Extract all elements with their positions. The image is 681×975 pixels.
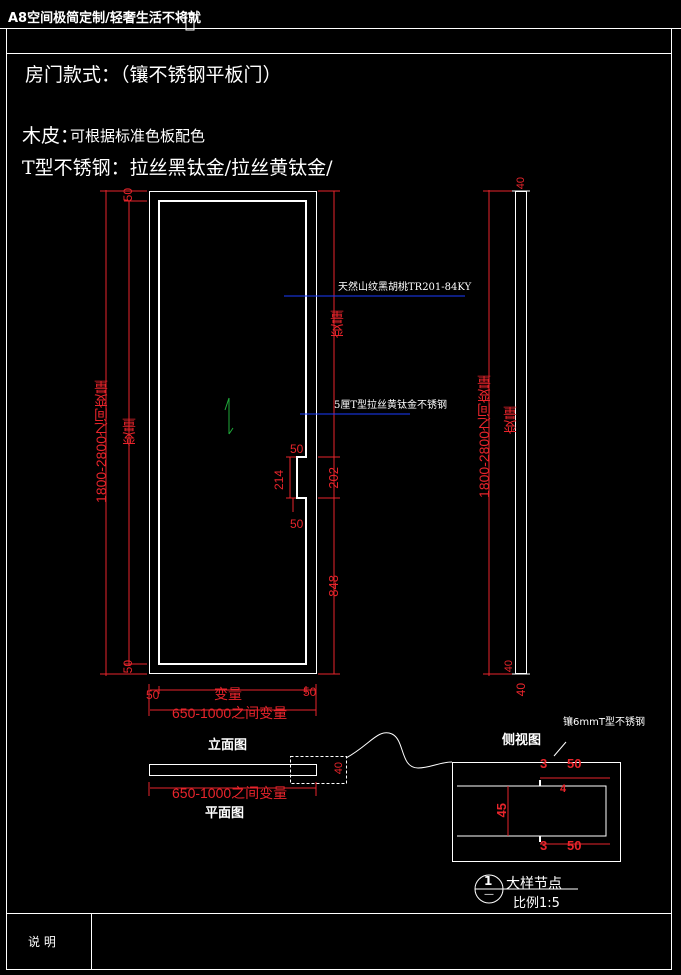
- height-variable-label: 变量: [121, 418, 137, 446]
- plan-dim-40: 40: [333, 762, 345, 775]
- side-variable-label: 变量: [502, 406, 518, 434]
- dim-notch-50-top: 50: [290, 442, 304, 456]
- detail-dim-45: 45: [494, 803, 509, 818]
- detail-dim-50-bottom: 50: [567, 838, 582, 853]
- plan-view-label: 平面图: [205, 806, 245, 821]
- dim-top-50: 50: [121, 188, 135, 202]
- door-elevation: [149, 191, 317, 674]
- height-range-label: 1800-2800之间变量: [93, 380, 109, 503]
- dim-214: 214: [272, 470, 286, 491]
- detail-dim-50-top: 50: [567, 756, 582, 771]
- material-annotation-2: 5厘T型拉丝黄钛金不锈钢: [334, 400, 448, 411]
- detail-dim-4: 4: [560, 783, 567, 795]
- detail-scale-label: 比例1:5: [513, 896, 560, 911]
- plan-width-range-label: 650-1000之间变量: [172, 785, 288, 801]
- side-dim-40-lower: 40: [514, 683, 528, 697]
- center-marker: [224, 397, 234, 435]
- plan-view: [149, 732, 453, 784]
- detail-marker: [474, 874, 578, 904]
- dim-202: 202: [326, 467, 341, 489]
- side-dim-bottom-40: 40: [503, 660, 515, 673]
- side-view: [512, 190, 530, 675]
- dim-notch-50-bottom: 50: [290, 517, 304, 531]
- detail-dim-3-top: 3: [540, 756, 548, 771]
- veneer-text: 可根据标准色板配色: [70, 127, 206, 145]
- dim-bottom-50: 50: [121, 660, 135, 674]
- steel-heading: T型不锈钢：拉丝黑钛金/拉丝黄钛金/: [22, 157, 333, 179]
- dim-left-50: 50: [146, 688, 160, 702]
- dimension-lines: [100, 190, 515, 796]
- right-variable-label: 变量: [329, 310, 345, 338]
- drawing-frame: [0, 13, 681, 970]
- detail-number: 1: [484, 874, 493, 888]
- side-dim-top-40: 40: [515, 177, 527, 190]
- detail-node: [452, 741, 621, 862]
- veneer-label: 木皮：: [22, 125, 80, 147]
- notes-label: 说 明: [28, 935, 56, 949]
- leader-lines: [284, 295, 465, 415]
- side-height-range-label: 1800-2800之间变量: [476, 375, 492, 498]
- door-style-heading: 房门款式：（镶不锈钢平板门）: [25, 64, 282, 86]
- width-range-label: 650-1000之间变量: [172, 705, 288, 721]
- detail-node-label: 大样节点: [506, 876, 562, 892]
- detail-dim-3-bottom: 3: [540, 838, 548, 853]
- elevation-view-label: 立面图: [208, 738, 248, 753]
- side-view-label: 侧视图: [502, 733, 542, 748]
- drawing-title: A8空间极简定制/轻奢生活不将就: [8, 11, 201, 26]
- material-annotation-1: 天然山纹黑胡桃TR201-84KY: [338, 282, 472, 293]
- width-variable-label: 变量: [214, 686, 242, 702]
- detail-sub: —: [484, 889, 494, 900]
- dim-right-50: 50: [303, 685, 317, 699]
- side-annotation: 镶6mmT型不锈钢: [563, 717, 645, 728]
- dim-848: 848: [326, 575, 341, 597]
